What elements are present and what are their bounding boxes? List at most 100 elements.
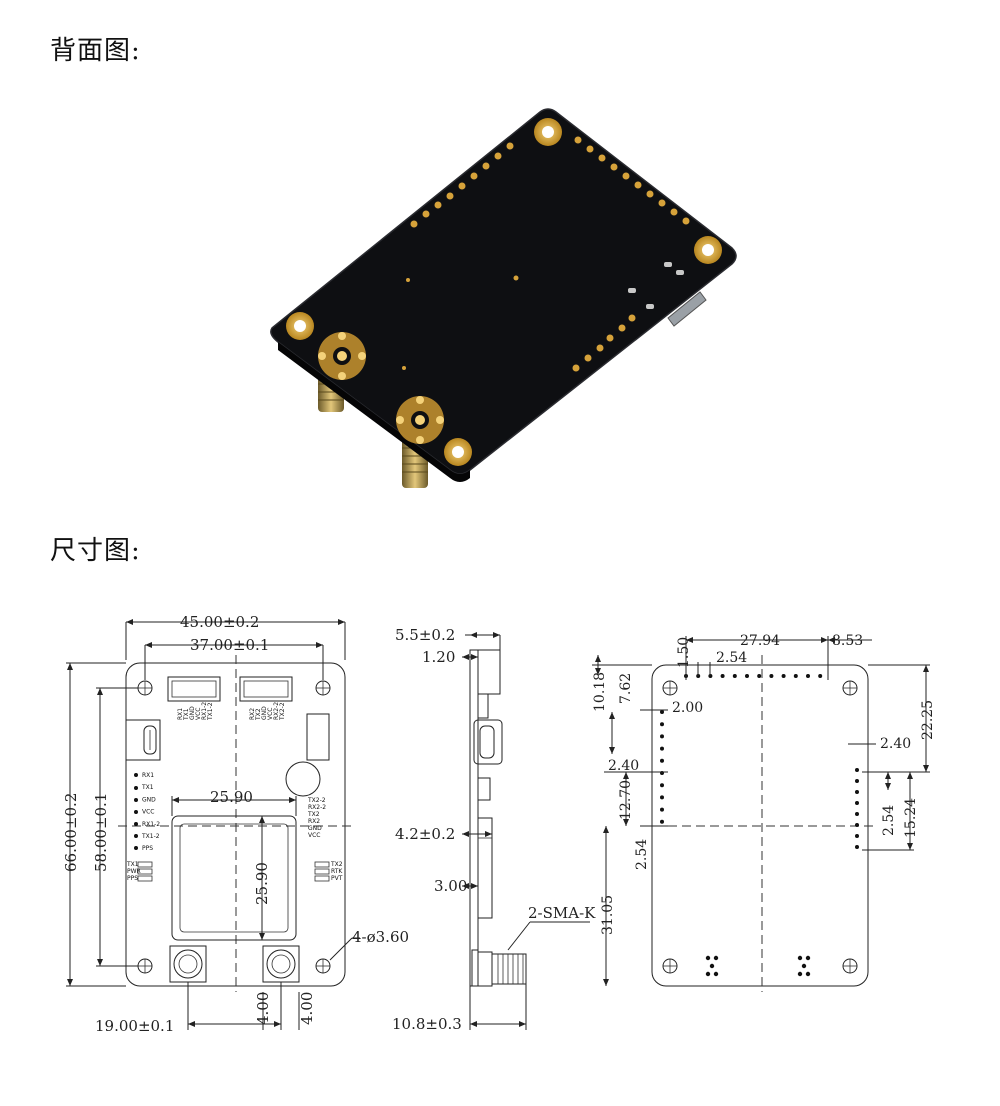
hole-spec-label: 4-ø3.60: [352, 928, 409, 946]
leader: [329, 937, 353, 961]
sma-offset-right-label: 4.00: [298, 992, 316, 1025]
left-d-label: 12.70: [618, 780, 634, 820]
width-holes-label: 37.00±0.1: [190, 636, 269, 654]
pitch-top-label: 2.54: [716, 650, 747, 666]
leader: [507, 921, 531, 951]
pin-label: RX1-2: [142, 821, 160, 828]
top-right-label: 8.53: [832, 633, 863, 649]
side-board-outline: [469, 649, 479, 987]
back-pin-dot: [855, 823, 859, 827]
height-outer-label: 66.00±0.2: [62, 793, 80, 872]
back-pin-dot: [757, 674, 762, 678]
back-pin-dot: [660, 710, 664, 714]
sma-pad-cross-2: [396, 396, 444, 444]
back-pin-dot: [855, 801, 859, 805]
pitch-top-span-label: 27.94: [740, 633, 780, 649]
back-pin-dot: [855, 790, 859, 794]
back-pin-dot: [781, 674, 786, 678]
header-label: TX1-2: [207, 702, 214, 721]
pin-label: PPS: [142, 845, 153, 852]
back-pin-dot: [660, 807, 664, 812]
sma-label: 2-SMA-K: [528, 904, 596, 922]
back-view-heading: 背面图:: [50, 36, 141, 66]
right-d-label: 15.24: [903, 798, 919, 838]
front-view-drawing: [118, 655, 352, 992]
left-bottom-label: 31.05: [600, 895, 616, 935]
sma-offset-left-label: 4.00: [254, 992, 272, 1025]
height-total-label: 5.5±0.2: [395, 626, 455, 644]
led-label: TX2: [330, 861, 343, 868]
sma-spacing-label: 19.00±0.1: [95, 1017, 174, 1035]
back-pin-dot: [660, 734, 664, 739]
sma-pad-dot: [713, 971, 719, 977]
header-label: GND: [189, 706, 196, 720]
back-pin-dot: [720, 674, 725, 678]
header-label: TX2-2: [279, 702, 286, 721]
left-top-label: 10.18: [592, 672, 608, 712]
header-label: RX2-2: [273, 702, 280, 720]
header-label: RX1: [177, 708, 184, 720]
left-e-label: 2.54: [634, 839, 650, 870]
back-pin-dot: [855, 834, 859, 838]
sma-pad-dot: [705, 971, 711, 977]
back-pin-dot: [745, 674, 749, 678]
pin-label: RX1: [142, 772, 154, 779]
side-label: TX2: [307, 811, 320, 818]
dimension-drawing-heading: 尺寸图:: [50, 536, 141, 566]
back-pin-dot: [732, 674, 737, 678]
sma-pad-dot: [805, 971, 811, 977]
header-label: RX1-2: [201, 702, 208, 720]
header-label: VCC: [195, 708, 202, 720]
left-c-label: 2.40: [608, 758, 639, 774]
led-label: PPS: [127, 875, 138, 882]
side-label: RX2: [308, 818, 320, 825]
pin-label: VCC: [142, 809, 154, 816]
module-height-label: 25.90: [253, 862, 271, 905]
header-label: TX2: [255, 708, 262, 721]
left-b-label: 2.00: [672, 700, 703, 716]
sma-length-label: 10.8±0.3: [392, 1015, 462, 1033]
back-pin-dot: [855, 845, 859, 849]
back-pin-dot: [818, 674, 823, 678]
right-a-label: 2.40: [880, 736, 911, 752]
side-label: RX2-2: [308, 804, 326, 811]
back-pin-dot: [855, 779, 859, 783]
right-c-label: 2.54: [881, 805, 897, 836]
right-b-label: 22.25: [920, 700, 936, 740]
connector-offset-label: 3.00: [434, 877, 467, 895]
height-holes-label: 58.00±0.1: [92, 793, 110, 872]
back-pin-dot: [855, 768, 859, 772]
pin-label: TX1-2: [141, 833, 160, 840]
left-a-label: 7.62: [618, 673, 634, 704]
sma-pad-dot: [797, 971, 803, 977]
sma-pad-dot: [801, 963, 807, 969]
header-label: RX2: [249, 708, 256, 720]
front-mounting-holes: [137, 680, 331, 974]
back-pin-dot: [660, 783, 664, 788]
side-label: VCC: [308, 832, 320, 839]
header-label: GND: [261, 706, 268, 720]
header-label: VCC: [267, 708, 274, 720]
back-pin-dot: [660, 795, 664, 800]
led-label: PVT: [331, 875, 343, 882]
back-pin-dot: [806, 674, 810, 678]
side-view-drawing: [469, 649, 527, 987]
back-pin-dot: [793, 674, 798, 678]
back-pin-dot: [855, 812, 859, 816]
sma-pad-dot: [705, 955, 711, 961]
back-pin-dot: [660, 819, 664, 824]
led-label: PWR: [127, 868, 141, 875]
module-width-label: 25.90: [210, 788, 253, 806]
header-label: TX1: [183, 708, 190, 721]
back-pin-dot: [660, 758, 664, 763]
top-offset-label: 1.50: [676, 637, 692, 668]
side-label: TX2-2: [307, 797, 326, 804]
led-label: RTK: [331, 868, 343, 875]
gnss-module-outline: [171, 815, 297, 941]
width-outer-label: 45.00±0.2: [180, 613, 259, 631]
sma-pad-dot: [713, 955, 719, 961]
back-pin-dot: [660, 722, 664, 727]
back-pin-dot: [769, 674, 774, 678]
back-pin-dot: [660, 746, 664, 751]
